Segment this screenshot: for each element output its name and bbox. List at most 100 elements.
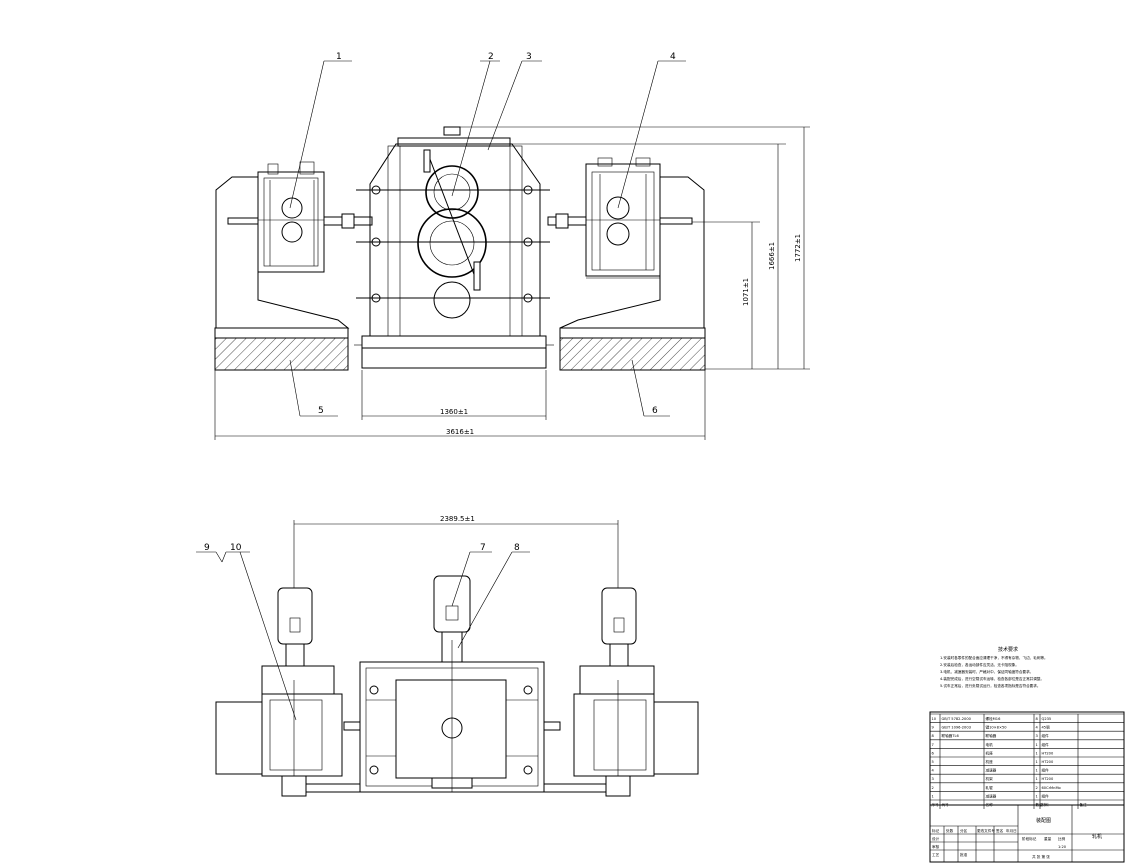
top-shafts [305, 783, 607, 793]
dim-1071: 1071±1 [742, 278, 750, 306]
parts-cell-name: 联轴器 [986, 733, 997, 738]
callout-6: 6 [652, 406, 658, 416]
parts-cell-name: 电机 [986, 742, 994, 747]
front-callouts: 1 2 3 4 5 6 [289, 52, 686, 417]
callout-4: 4 [670, 52, 676, 62]
note-line-4: 4.装配完成后，进行空载试车运转，检查各部位是否正常并调整。 [940, 676, 1044, 681]
parts-cell-qty: 1 [1036, 751, 1038, 755]
parts-cell-n: 2 [932, 786, 934, 790]
parts-cell-mat: HT200 [1042, 760, 1054, 764]
dim-1772: 1772±1 [794, 234, 802, 262]
design-label: 设计 [932, 836, 940, 841]
parts-cell-qty: 8 [1036, 717, 1039, 721]
drawing-number: 轧机 [1092, 833, 1102, 840]
parts-cell-code: GB/T 5782-2000 [942, 717, 972, 721]
note-line-3: 3.电机、减速器安装时，严格对中，保证同轴度符合要求。 [940, 669, 1033, 674]
right-reducer [585, 157, 661, 279]
parts-cell-qty: 1 [1036, 794, 1038, 798]
callout-5: 5 [318, 406, 324, 416]
parts-cell-mat: 组件 [1042, 768, 1050, 773]
parts-cell-n: 8 [932, 734, 935, 738]
parts-cell-name: 机座 [986, 750, 994, 755]
dim-2389: 2389.5±1 [440, 515, 475, 523]
parts-cell-n: 5 [932, 760, 934, 764]
sign-label-docno: 更改文件号 [977, 828, 995, 833]
sheet-label: 共 张 第 张 [1032, 854, 1050, 859]
callout-8: 8 [514, 543, 520, 553]
mill-housing [354, 126, 554, 369]
right-motor [573, 587, 699, 797]
dim-1666: 1666±1 [768, 242, 776, 270]
scale-label: 比例 [1058, 836, 1066, 841]
left-base [214, 176, 350, 371]
sign-label-sign: 签名 [996, 828, 1004, 833]
note-line-2: 2.安装后检查，各运动部件应灵活，无卡阻现象。 [940, 662, 1019, 667]
top-dimensions: 2389.5±1 [293, 515, 619, 590]
dim-3616: 3616±1 [446, 428, 474, 436]
callout-2: 2 [488, 52, 494, 62]
parts-cell-mat: Q235 [1042, 717, 1052, 721]
parts-cell-n: 6 [932, 751, 935, 755]
sign-label-zone: 分区 [960, 828, 968, 833]
parts-cell-qty: 3 [1036, 734, 1038, 738]
parts-cell-qty: 1 [1036, 760, 1038, 764]
right-base [559, 176, 706, 371]
parts-cell-n: 1 [932, 794, 934, 798]
top-view: 2389.5±1 [196, 515, 699, 797]
parts-cell-qty: 1 [1036, 769, 1038, 773]
parts-cell-n: 3 [932, 777, 934, 781]
parts-cell-name: 机架 [986, 776, 994, 781]
sign-label-date: 年月日 [1006, 828, 1017, 833]
sign-label-count: 处数 [946, 828, 954, 833]
center-housing [343, 640, 561, 793]
left-reducer [257, 161, 325, 273]
front-view: 1 2 3 4 5 6 1360±1 3616±1 1071±1 1666±1 [214, 52, 810, 440]
callout-9: 9 [204, 543, 210, 553]
weight-label: 重量 [1044, 836, 1052, 841]
callout-7: 7 [480, 543, 486, 553]
parts-cell-mat: 60CrMnMo [1042, 786, 1061, 790]
dim-1360: 1360±1 [440, 408, 468, 416]
parts-cell-n: 7 [932, 743, 934, 747]
parts-cell-n: 10 [932, 717, 937, 721]
left-shaft [227, 213, 373, 229]
technical-notes: 技术要求 1.安装时各零件的配合面应清理干净，不得有杂物、飞边、毛刺等。 2.安… [940, 646, 1048, 688]
approve-label: 批准 [960, 852, 968, 857]
parts-cell-code: 联轴器TL6 [942, 733, 960, 738]
parts-cell-qty: 1 [1036, 743, 1038, 747]
parts-cell-mat: HT200 [1042, 777, 1054, 781]
review-label: 审核 [932, 844, 940, 849]
scale-value: 1:20 [1058, 845, 1067, 849]
parts-cell-name: 轧辊 [986, 785, 994, 790]
parts-cell-mat: 组件 [1042, 793, 1050, 798]
parts-cell-mat: HT200 [1042, 751, 1054, 755]
parts-cell-qty: 4 [1036, 726, 1039, 730]
parts-cell-name: 减速器 [986, 793, 997, 798]
front-dimensions: 1360±1 3616±1 1071±1 1666±1 1772±1 [214, 126, 810, 440]
parts-cell-mat: 组件 [1042, 733, 1050, 738]
process-label: 工艺 [932, 852, 940, 857]
callout-1: 1 [336, 52, 342, 62]
parts-cell-n: 9 [932, 726, 935, 730]
parts-cell-mat: 组件 [1042, 742, 1050, 747]
parts-cell-name: 键10×8×50 [986, 725, 1008, 730]
callout-3: 3 [526, 52, 532, 62]
parts-cell-qty: 2 [1036, 786, 1038, 790]
rolls [417, 149, 487, 319]
housing-bolts [356, 185, 550, 303]
notes-title: 技术要求 [998, 646, 1018, 653]
parts-cell-name: 螺栓M16 [986, 716, 1002, 721]
parts-cell-qty: 1 [1036, 777, 1038, 781]
parts-cell-name: 减速器 [986, 768, 997, 773]
assembly-name: 装配图 [1036, 817, 1051, 824]
note-line-5: 5.试车正常后，进行负载试运行，检查各项指标是否符合要求。 [940, 683, 1040, 688]
left-motor [215, 587, 343, 797]
callout-10: 10 [230, 543, 242, 553]
note-line-1: 1.安装时各零件的配合面应清理干净，不得有杂物、飞边、毛刺等。 [940, 655, 1048, 660]
top-callouts: 7 8 9 10 [196, 543, 530, 721]
parts-cell-code: GB/T 1096-2003 [942, 726, 971, 730]
sign-label-mark: 标记 [932, 828, 940, 833]
